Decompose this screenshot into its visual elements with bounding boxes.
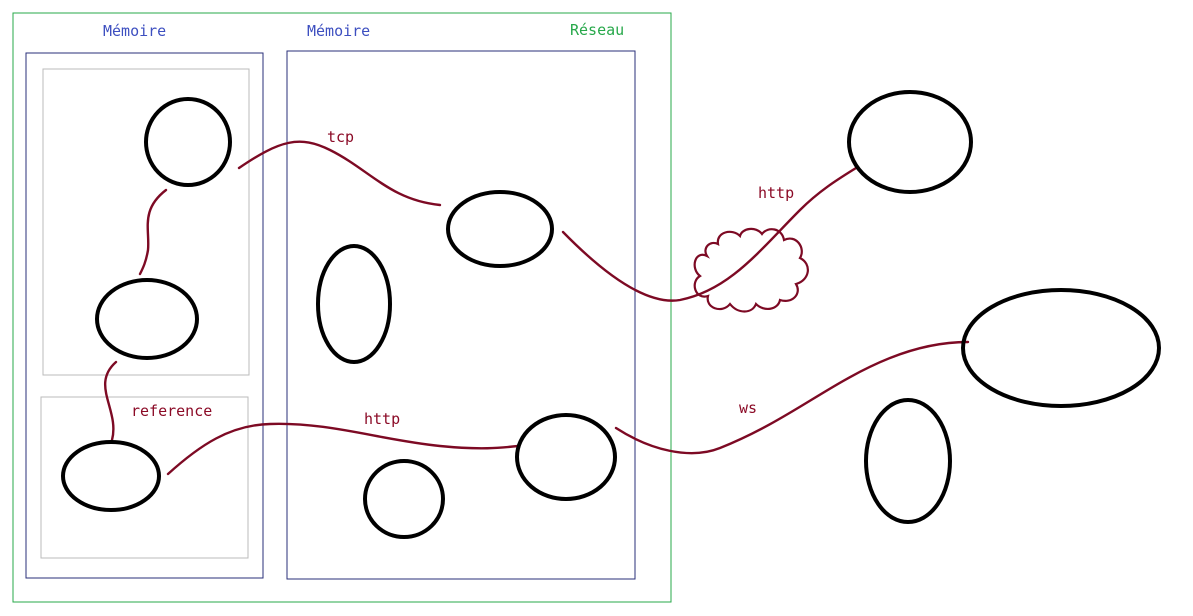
node-external-3 [864,398,952,524]
node-memory-left-3 [61,440,161,512]
link-http-bottom [166,422,520,476]
node-memory-right-4 [363,459,445,539]
inner-frame-top [42,68,250,376]
link-label-http-top: http [758,184,794,202]
node-memory-right-1 [446,190,554,268]
network-frame [12,12,672,603]
link-tcp [237,140,442,207]
inner-frame-bottom [40,396,249,559]
node-external-2 [961,288,1161,408]
link-label-tcp: tcp [327,128,354,146]
link-http-top [561,166,858,302]
node-memory-left-2 [95,278,199,360]
node-external-1 [847,90,973,194]
memory-left-label: Mémoire [103,22,166,40]
memory-frame-left [25,52,264,579]
network-label: Réseau [570,21,624,39]
memory-frame-right [286,50,636,580]
node-memory-right-3 [515,413,617,501]
node-memory-left-1 [144,97,232,187]
cloud-icon [693,227,809,313]
link-label-reference: reference [131,402,212,420]
link-reference-bottom [104,360,118,442]
node-memory-right-2 [316,244,392,364]
link-label-ws: ws [739,399,757,417]
link-reference-top [138,188,168,276]
link-ws [614,340,970,455]
memory-right-label: Mémoire [307,22,370,40]
link-label-http-bottom: http [364,410,400,428]
